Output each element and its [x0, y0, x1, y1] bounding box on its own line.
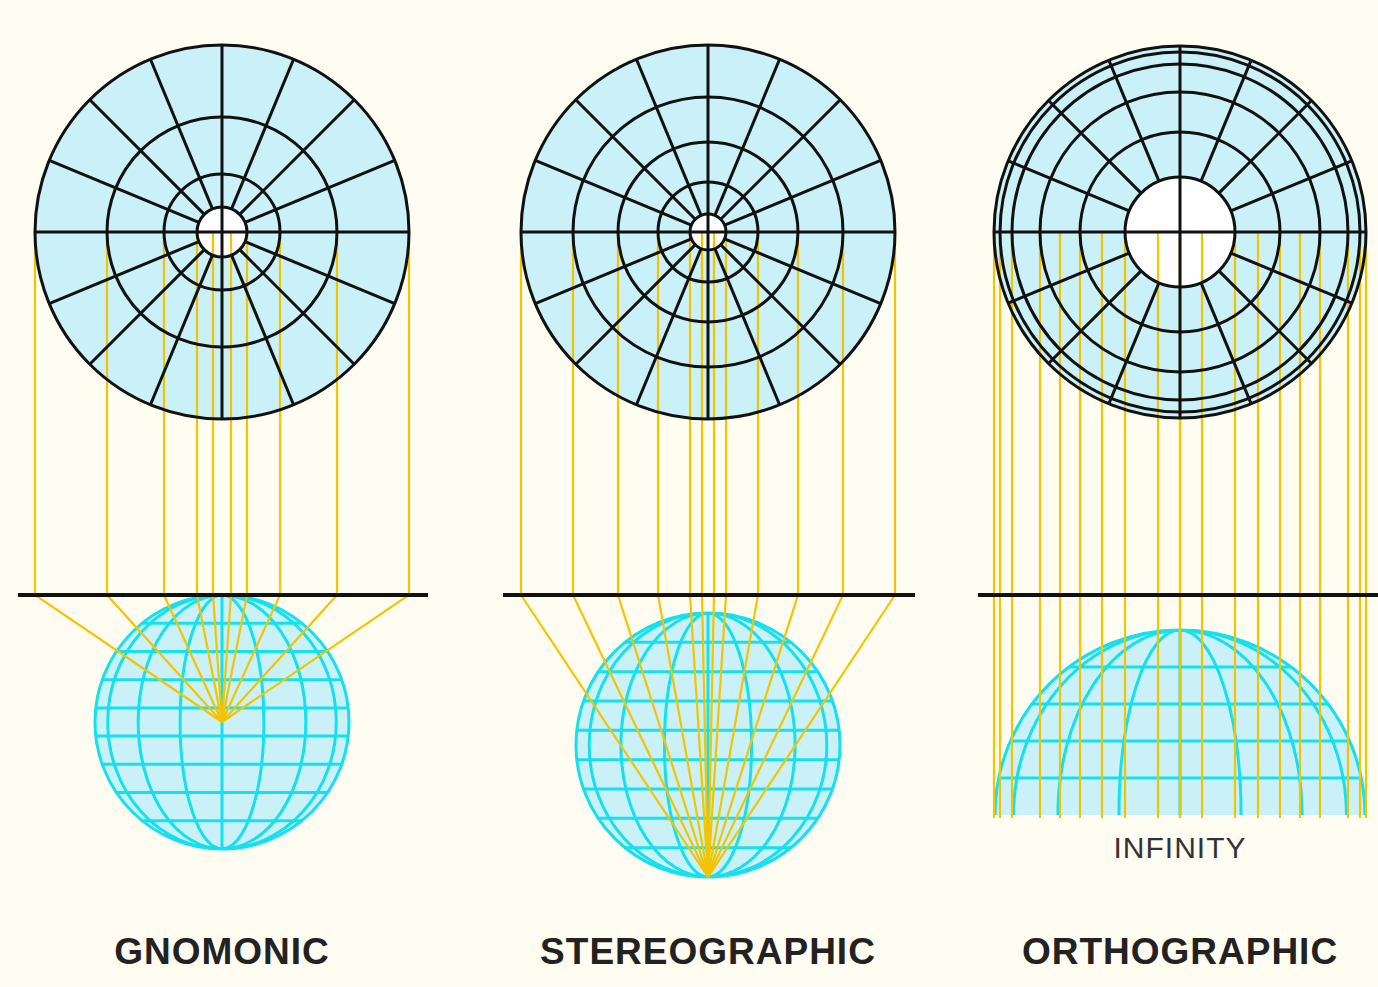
projection-ray: [222, 232, 409, 722]
meridian-line: [90, 250, 205, 365]
projection-ray: [1079, 232, 1081, 818]
projection-ray: [1201, 232, 1203, 818]
projection-ray: [708, 232, 714, 877]
meridian-line: [90, 100, 205, 215]
projection-ray: [1359, 232, 1361, 818]
projection-plane: [18, 593, 428, 597]
projection-ray: [222, 232, 247, 722]
parallel-circle: [994, 46, 1366, 418]
projection-plane: [978, 593, 1378, 597]
projection-ray: [1179, 232, 1181, 818]
projection-ray: [1279, 232, 1281, 818]
projection-ray: [708, 232, 726, 877]
meridian-line: [245, 242, 395, 304]
projection-ray: [618, 232, 708, 877]
projection-ray: [1299, 232, 1301, 818]
projection-ray: [222, 232, 231, 722]
meridian-line: [1179, 232, 1182, 418]
meridian-line: [240, 250, 355, 365]
meridian-line: [707, 232, 710, 419]
meridian-line: [1219, 271, 1312, 364]
projection-ray: [1347, 232, 1349, 818]
projection-ray: [1124, 232, 1126, 818]
meridian-line: [708, 231, 895, 234]
projection-ray: [993, 232, 995, 818]
meridian-line: [232, 255, 294, 405]
meridian-line: [1048, 271, 1141, 364]
meridian-line: [1109, 60, 1159, 181]
projection-ray: [702, 232, 708, 877]
meridian-line: [1048, 100, 1141, 193]
meridian-line: [1201, 60, 1251, 181]
meridian-line: [707, 45, 710, 232]
meridian-line: [1008, 253, 1129, 303]
meridian-line: [1231, 253, 1352, 303]
projection-ray: [573, 232, 708, 877]
meridian-line: [725, 160, 881, 225]
meridian-line: [150, 59, 212, 209]
projection-ray: [1319, 232, 1321, 818]
meridian-line: [1008, 161, 1129, 211]
meridian-line: [221, 45, 224, 232]
meridian-line: [35, 231, 222, 234]
projection-ray: [1257, 232, 1259, 818]
infinity-label: INFINITY: [1114, 831, 1247, 865]
projection-ray: [658, 232, 708, 877]
projection-ray: [222, 232, 337, 722]
projection-ray: [35, 232, 222, 722]
projection-ray: [1157, 232, 1159, 818]
meridian-line: [49, 160, 199, 222]
meridian-line: [49, 242, 199, 304]
meridian-line: [1201, 283, 1251, 404]
projection-ray: [690, 232, 708, 877]
projection-ray: [708, 232, 798, 877]
projection-ray: [1234, 232, 1236, 818]
projection-name: STEREOGRAPHIC: [540, 931, 876, 973]
projection-ray: [1059, 232, 1061, 818]
projection-ray: [708, 232, 758, 877]
projection-ray: [107, 232, 222, 722]
meridian-line: [222, 231, 409, 234]
projection-name: GNOMONIC: [114, 931, 330, 973]
meridian-line: [535, 239, 691, 304]
projection-ray: [197, 232, 222, 722]
projection-ray: [708, 232, 843, 877]
meridian-line: [1180, 231, 1366, 234]
projection-ray: [999, 232, 1001, 818]
meridian-line: [1109, 283, 1159, 404]
projection-ray: [1179, 232, 1181, 818]
map-disc: [521, 45, 895, 419]
meridian-line: [221, 232, 224, 419]
projection-ray: [1101, 232, 1103, 818]
meridian-line: [636, 59, 701, 215]
projection-plane: [503, 593, 915, 597]
meridian-line: [994, 231, 1180, 234]
projection-ray: [1011, 232, 1013, 818]
meridian-line: [245, 160, 395, 222]
meridian-line: [1219, 100, 1312, 193]
projection-ray: [1039, 232, 1041, 818]
parallel-circle: [521, 45, 895, 419]
projection-ray: [213, 232, 222, 722]
meridian-line: [150, 255, 212, 405]
meridian-line: [1179, 46, 1182, 232]
projection-ray: [1365, 232, 1367, 818]
projection-name: ORTHOGRAPHIC: [1022, 931, 1338, 973]
meridian-line: [715, 249, 780, 405]
meridian-line: [1231, 161, 1352, 211]
meridian-line: [240, 100, 355, 215]
meridian-line: [232, 59, 294, 209]
parallel-circle: [35, 45, 409, 419]
map-disc: [35, 45, 409, 419]
map-disc: [994, 46, 1366, 418]
meridian-line: [521, 231, 708, 234]
